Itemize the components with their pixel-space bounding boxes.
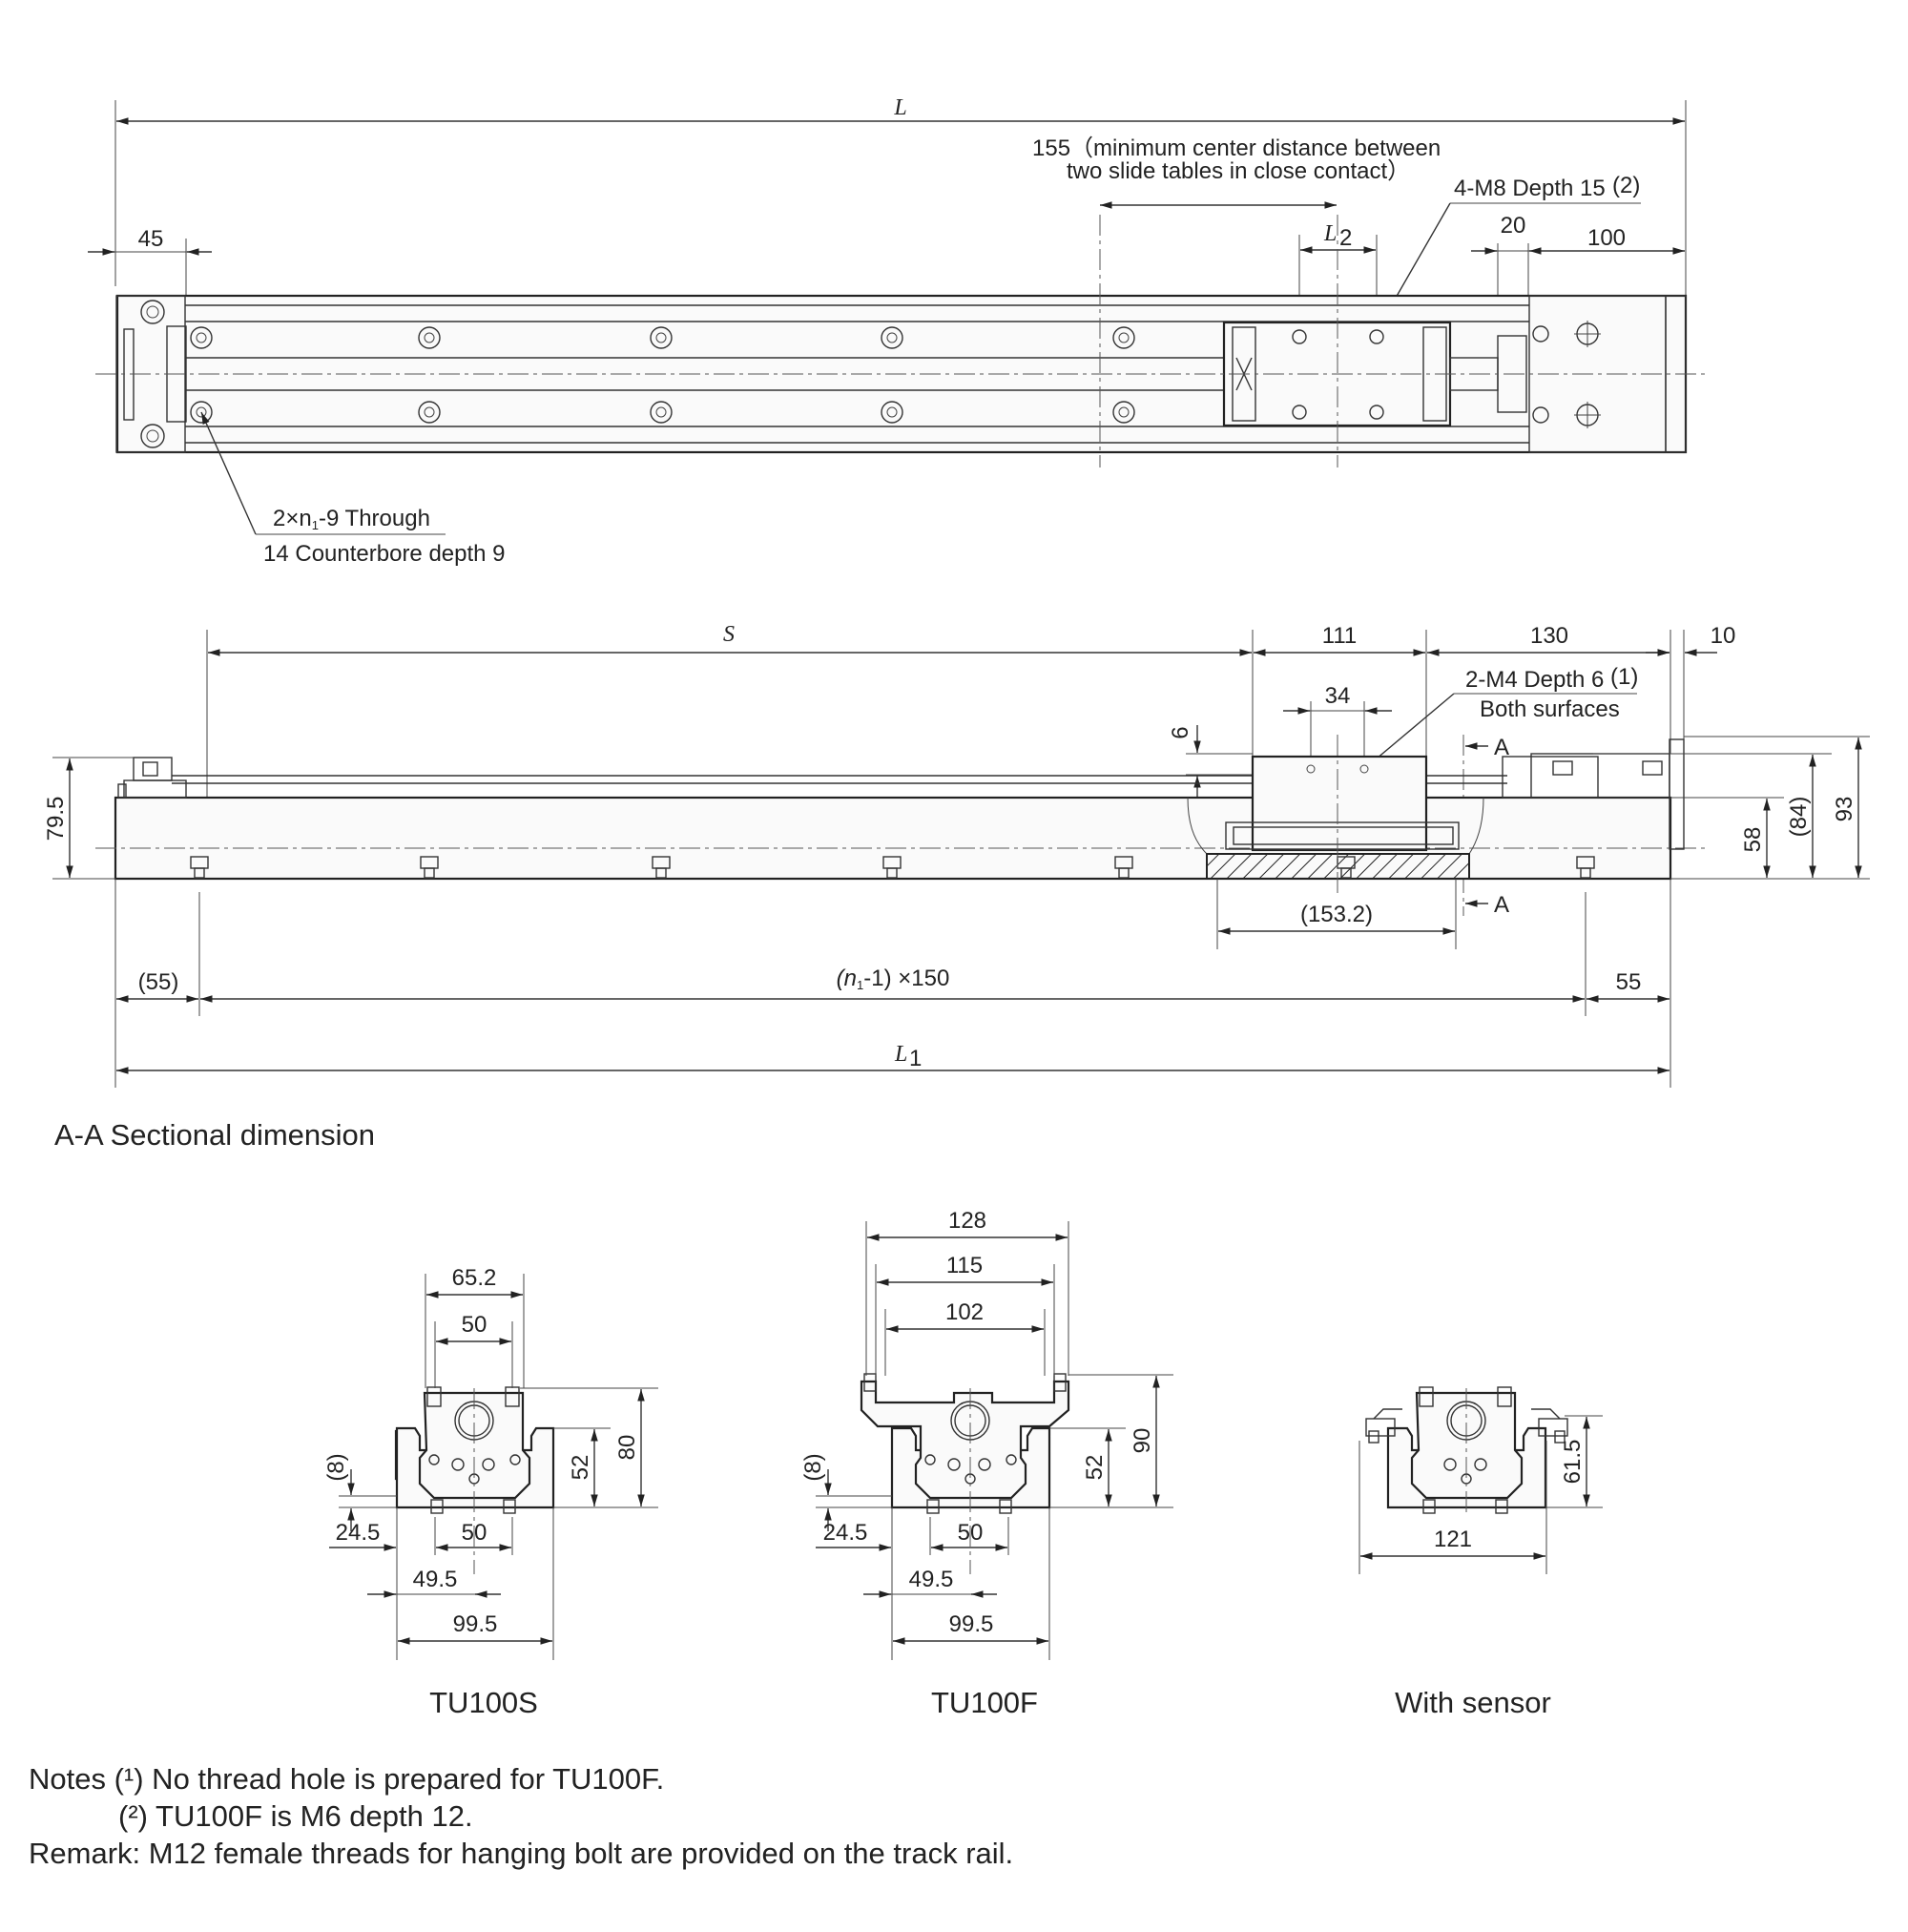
dim-155-note: 155（minimum center distance between	[1032, 135, 1441, 161]
note-both-surfaces: Both surfaces	[1480, 696, 1620, 722]
tu100f-8: (8)	[800, 1453, 826, 1481]
dim-L2: L	[1323, 221, 1337, 246]
dim-153-2: (153.2)	[1300, 902, 1373, 927]
tu100s-80: 80	[614, 1435, 640, 1461]
top-view: L 155（minimum center distance between tw…	[88, 95, 1710, 567]
dim-45: 45	[138, 226, 164, 252]
notes: Notes (¹) No thread hole is prepared for…	[29, 1762, 1013, 1870]
tu100s-block	[418, 1391, 531, 1500]
dim-S: S	[723, 622, 735, 647]
dim-34: 34	[1325, 683, 1351, 709]
dim-84: (84)	[1786, 797, 1812, 838]
dim-100: 100	[1587, 225, 1626, 251]
dim-L1: L	[894, 1042, 907, 1067]
dim-93: 93	[1832, 797, 1857, 822]
label-tu100f: TU100F	[931, 1686, 1038, 1719]
note-through-hole: 2×n1-9 Through	[273, 506, 430, 532]
tu100s-24-5: 24.5	[336, 1520, 381, 1546]
dim-55-left: (55)	[138, 969, 179, 995]
note-2-m4-ref: (1)	[1610, 664, 1638, 690]
tu100s-49-5: 49.5	[413, 1567, 458, 1592]
tu100s-8: (8)	[323, 1453, 349, 1481]
tu100f-99-5: 99.5	[949, 1611, 994, 1637]
note-4-m8-ref: (2)	[1612, 173, 1640, 198]
dim-pitch: (n1-1) ×150	[837, 966, 950, 992]
dim-L: L	[893, 95, 906, 120]
tu100f-128: 128	[948, 1208, 986, 1234]
note-4-m8: 4-M8 Depth 15	[1454, 176, 1606, 201]
tu100f-block	[860, 1380, 1070, 1500]
tu100s-50-bottom: 50	[462, 1520, 487, 1546]
tu100f-115: 115	[946, 1253, 983, 1278]
tu100s-99-5: 99.5	[453, 1611, 498, 1637]
dim-58: 58	[1740, 827, 1766, 853]
dim-20: 20	[1501, 213, 1526, 239]
section-a-bottom: A	[1494, 892, 1509, 918]
note-counterbore: 14 Counterbore depth 9	[263, 541, 506, 567]
dim-155-note-line2: two slide tables in close contact）	[1067, 158, 1410, 184]
slide-table-side	[1251, 755, 1428, 852]
dim-111: 111	[1322, 623, 1357, 649]
tu100s-65-2: 65.2	[452, 1265, 497, 1291]
dim-130: 130	[1530, 623, 1568, 649]
section-a-top: A	[1494, 735, 1509, 760]
tu100f-50-bottom: 50	[958, 1520, 984, 1546]
tu100s-52: 52	[568, 1455, 593, 1481]
sensor-61-5: 61.5	[1560, 1440, 1586, 1485]
section-with-sensor: 61.5 121 With sensor	[1358, 1386, 1603, 1719]
label-with-sensor: With sensor	[1395, 1686, 1551, 1719]
note-2-m4: 2-M4 Depth 6	[1465, 667, 1604, 693]
tu100f-52: 52	[1082, 1455, 1108, 1481]
tu100s-50-top: 50	[462, 1312, 487, 1338]
rail-feet	[190, 856, 1595, 879]
mounting-holes	[190, 326, 1135, 424]
dim-L1-sub: 1	[909, 1046, 922, 1071]
dim-L2-sub: 2	[1339, 225, 1352, 251]
tu100f-90: 90	[1130, 1428, 1155, 1454]
tu100f-24-5: 24.5	[823, 1520, 868, 1546]
section-tu100s: 65.2 50 52 80 (8) 24.5 50 49.5 99.5	[323, 1265, 658, 1719]
tu100f-49-5: 49.5	[909, 1567, 954, 1592]
sensor-block	[1410, 1391, 1524, 1500]
side-view: S 111 130 10 34 2-M4 Depth 6 (1) Both su…	[43, 622, 1870, 1088]
sensor-121: 121	[1434, 1527, 1472, 1552]
note-line-3: Remark: M12 female threads for hanging b…	[29, 1837, 1013, 1870]
note-line-1: Notes (¹) No thread hole is prepared for…	[29, 1762, 664, 1796]
section-title: A-A Sectional dimension	[54, 1118, 375, 1152]
dim-79-5: 79.5	[43, 797, 69, 841]
tu100f-102: 102	[945, 1299, 984, 1325]
dim-10: 10	[1711, 623, 1736, 649]
dim-6: 6	[1168, 726, 1193, 738]
note-line-2: (²) TU100F is M6 depth 12.	[118, 1799, 473, 1833]
dim-55-right: 55	[1616, 969, 1642, 995]
section-tu100f: 128 115 102 52 90 (8) 24.5 50	[800, 1208, 1173, 1719]
label-tu100s: TU100S	[429, 1686, 538, 1719]
